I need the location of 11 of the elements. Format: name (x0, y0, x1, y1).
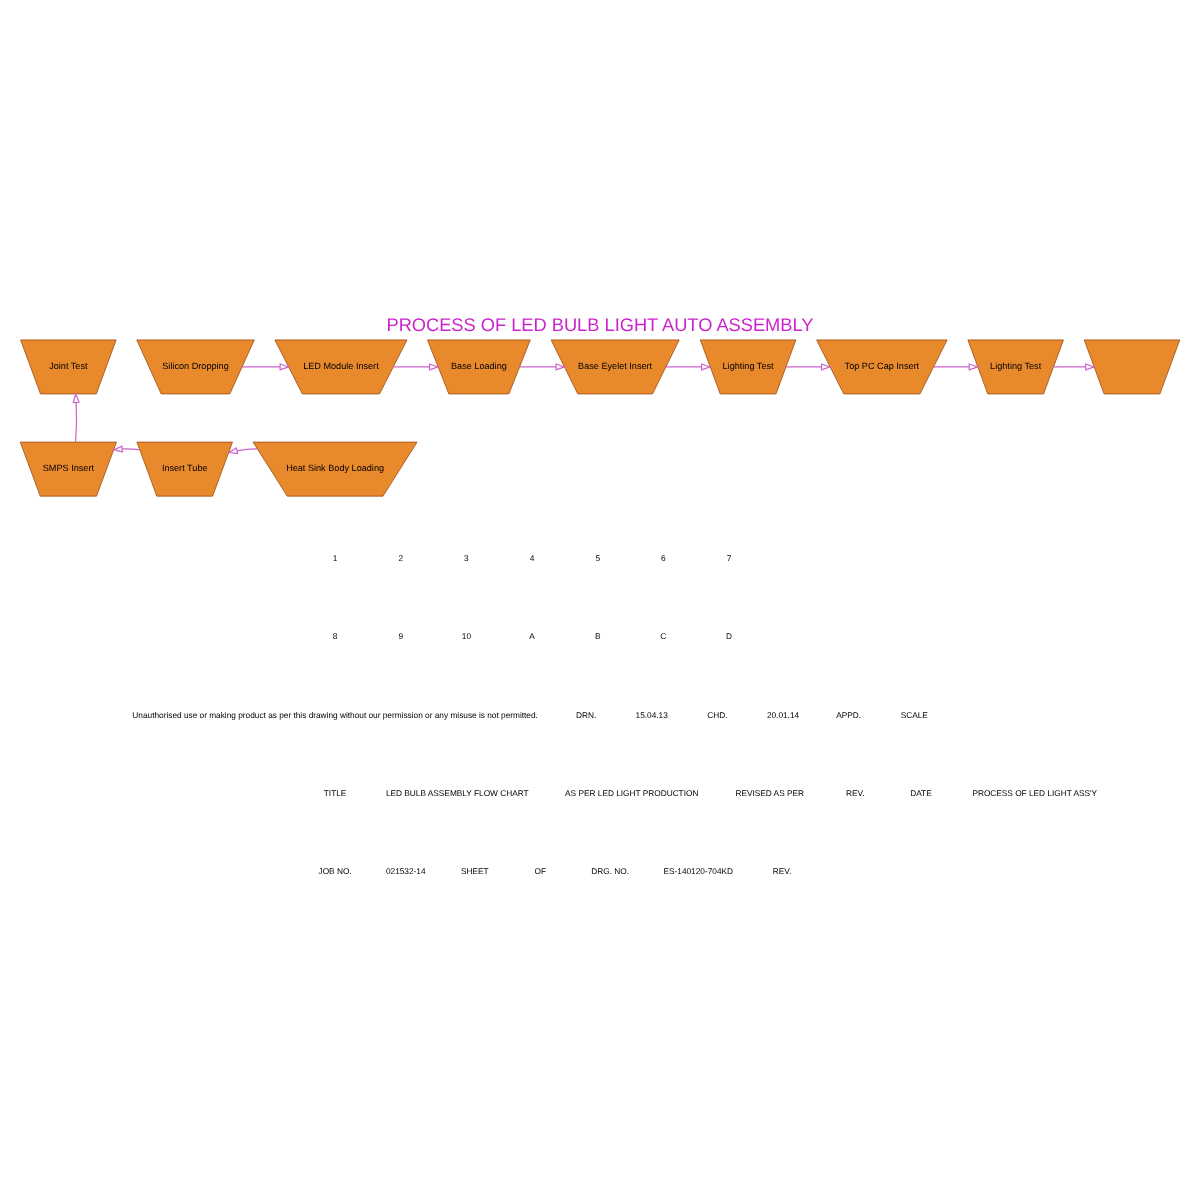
arrow (241, 363, 291, 371)
arrow (1053, 363, 1096, 371)
arrow (933, 363, 980, 371)
diagram-title: PROCESS OF LED BULB LIGHT AUTO ASSEMBLY (386, 315, 814, 336)
arrow (785, 363, 832, 371)
arrow (111, 445, 141, 453)
arrow (226, 446, 258, 455)
arrow (72, 392, 80, 443)
arrow (665, 363, 712, 371)
arrow (392, 363, 440, 371)
arrow (518, 363, 567, 371)
